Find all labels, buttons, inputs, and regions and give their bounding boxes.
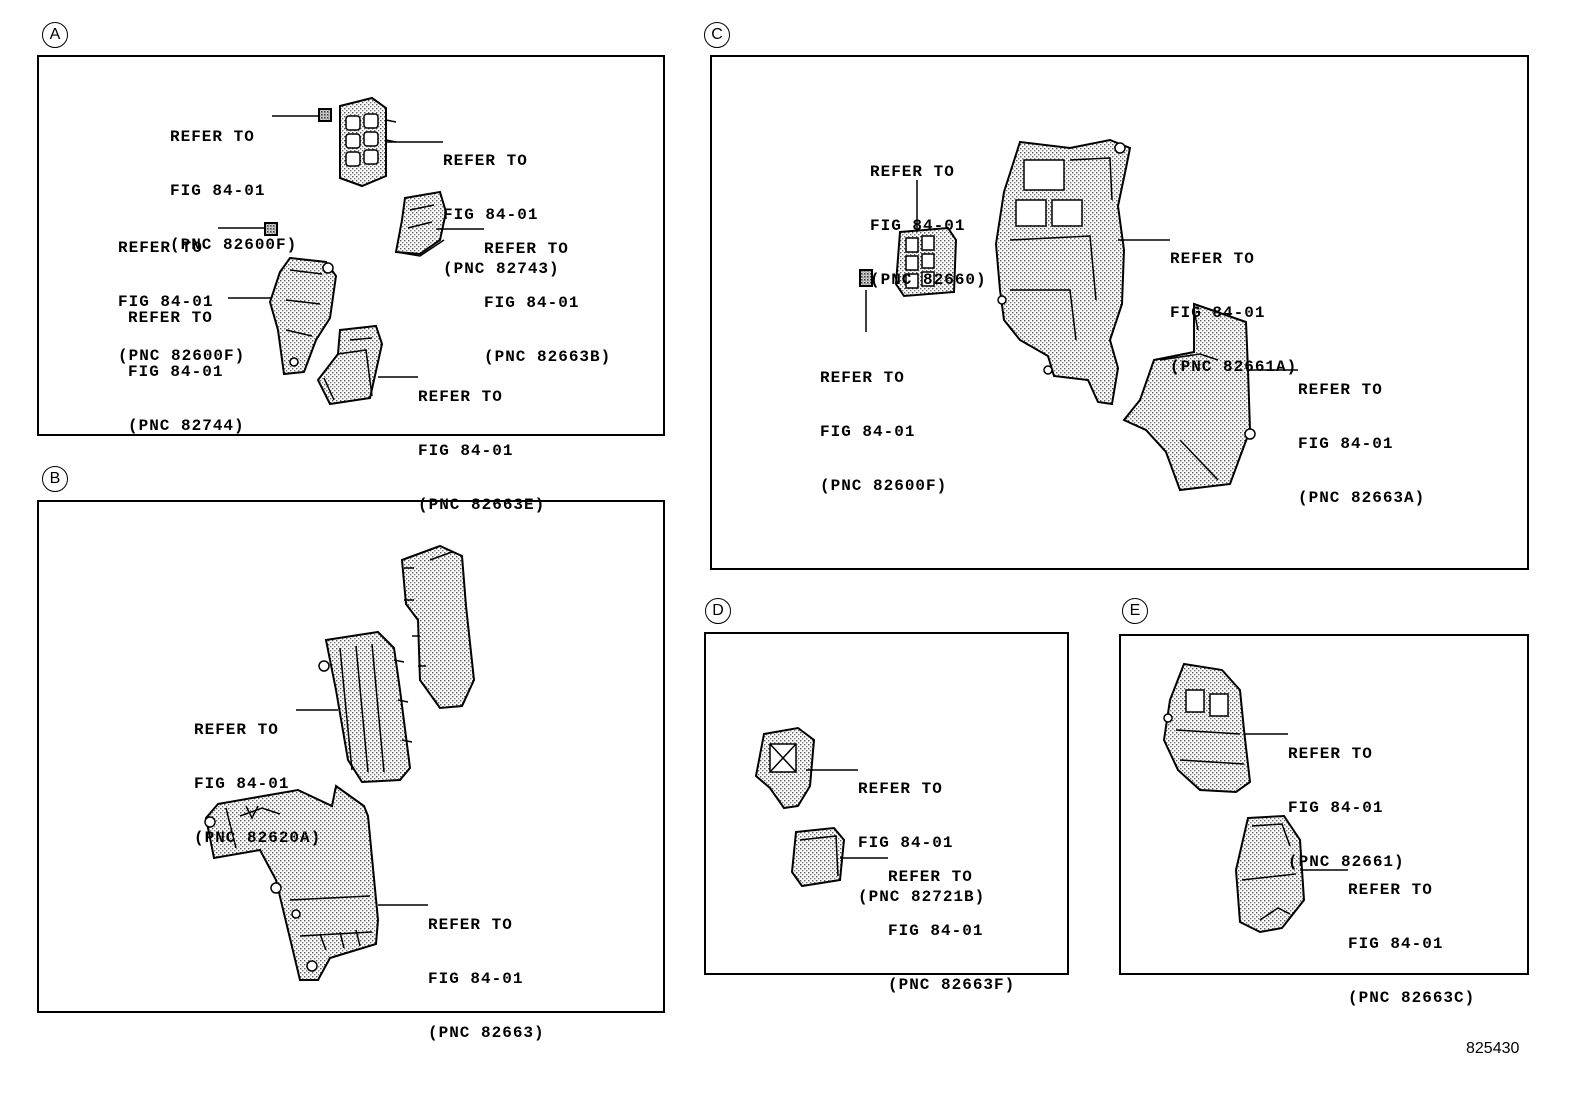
part-82721b xyxy=(754,726,816,810)
panel-c xyxy=(710,55,1529,570)
part-82663 xyxy=(204,784,380,981)
callout-line: FIG 84-01 xyxy=(858,834,954,852)
callout-82663f: REFER TO FIG 84-01 (PNC 82663F) xyxy=(888,832,1015,1012)
panel-d xyxy=(704,632,1069,975)
callout-82721b: REFER TO FIG 84-01 (PNC 82721B) xyxy=(858,744,985,924)
callout-line: (PNC 82663B) xyxy=(484,348,612,366)
callout-line: (PNC 82600F) xyxy=(118,347,246,365)
callout-line: FIG 84-01 xyxy=(1170,304,1266,322)
section-label-e: E xyxy=(1122,598,1148,624)
callout-82663a: REFER TO FIG 84-01 (PNC 82663A) xyxy=(1298,345,1425,525)
part-82620a-cover xyxy=(400,544,476,710)
callout-line: REFER TO xyxy=(484,240,569,258)
callout-82661: REFER TO FIG 84-01 (PNC 82661) xyxy=(1288,709,1405,889)
part-82661 xyxy=(1162,662,1252,794)
callout-line: FIG 84-01 xyxy=(194,775,290,793)
section-label-b: B xyxy=(42,466,68,492)
callout-82663c: REFER TO FIG 84-01 (PNC 82663C) xyxy=(1348,845,1475,1025)
callout-line: REFER TO xyxy=(1298,381,1383,399)
section-label-d: D xyxy=(705,598,731,624)
part-82663b xyxy=(394,190,448,257)
part-82660 xyxy=(894,226,958,298)
part-82743 xyxy=(339,96,397,188)
callout-82600f-a3: REFER TO FIG 84-01 (PNC 82600F) xyxy=(118,203,245,383)
panel-a xyxy=(37,55,665,436)
callout-line: REFER TO xyxy=(888,868,973,886)
callout-line: (PNC 82663C) xyxy=(1348,989,1476,1007)
callout-line: FIG 84-01 xyxy=(870,217,966,235)
callout-line: (PNC 82743) xyxy=(443,260,560,278)
callout-line: (PNC 82661) xyxy=(1288,853,1405,871)
callout-line: REFER TO xyxy=(418,388,503,406)
panel-e xyxy=(1119,634,1529,975)
callout-82663e: REFER TO FIG 84-01 (PNC 82663E) xyxy=(418,352,545,532)
callout-82620a: REFER TO FIG 84-01 (PNC 82620A) xyxy=(194,685,321,865)
callout-line: (PNC 82663F) xyxy=(888,976,1016,994)
callout-line: FIG 84-01 xyxy=(484,294,580,312)
callout-line: REFER TO xyxy=(194,721,279,739)
figure-code: 825430 xyxy=(1466,1040,1520,1057)
callout-line: REFER TO xyxy=(118,239,203,257)
section-label-a: A xyxy=(42,22,68,48)
callout-line: REFER TO xyxy=(1170,250,1255,268)
callout-line: REFER TO xyxy=(170,128,255,146)
callout-line: FIG 84-01 xyxy=(888,922,984,940)
part-82663e xyxy=(316,324,384,406)
section-label-c: C xyxy=(704,22,730,48)
part-82620a xyxy=(318,630,413,784)
callout-82600f-c: REFER TO FIG 84-01 (PNC 82600F) xyxy=(820,333,947,513)
part-82663c xyxy=(1234,814,1306,934)
part-82600f-c xyxy=(859,269,873,287)
part-82600f-a1 xyxy=(318,108,332,122)
callout-82663: REFER TO FIG 84-01 (PNC 82663) xyxy=(428,880,545,1060)
callout-line: (PNC 82660) xyxy=(870,271,987,289)
callout-line: FIG 84-01 xyxy=(1348,935,1444,953)
callout-line: (PNC 82663A) xyxy=(1298,489,1426,507)
callout-line: FIG 84-01 xyxy=(443,206,539,224)
callout-82661a: REFER TO FIG 84-01 (PNC 82661A) xyxy=(1170,214,1297,394)
callout-line: FIG 84-01 xyxy=(418,442,514,460)
callout-82744: REFER TO FIG 84-01 (PNC 82744) xyxy=(128,273,245,453)
callout-line: FIG 84-01 xyxy=(1298,435,1394,453)
callout-line: FIG 84-01 xyxy=(118,293,214,311)
callout-line: (PNC 82600F) xyxy=(820,477,948,495)
callout-line: REFER TO xyxy=(428,916,513,934)
callout-line: REFER TO xyxy=(1348,881,1433,899)
part-82600f-a3 xyxy=(264,222,278,236)
callout-82600f-a1: REFER TO FIG 84-01 (PNC 82600F) xyxy=(170,92,297,272)
callout-line: (PNC 82663E) xyxy=(418,496,546,514)
callout-82660: REFER TO FIG 84-01 (PNC 82660) xyxy=(870,127,987,307)
part-82744 xyxy=(268,256,338,376)
callout-line: REFER TO xyxy=(1288,745,1373,763)
callout-line: (PNC 82600F) xyxy=(170,236,298,254)
panel-b xyxy=(37,500,665,1013)
callout-line: REFER TO xyxy=(443,152,528,170)
callout-line: FIG 84-01 xyxy=(820,423,916,441)
callout-line: (PNC 82744) xyxy=(128,417,245,435)
part-82663f xyxy=(790,826,846,888)
callout-line: REFER TO xyxy=(870,163,955,181)
callout-82663b: REFER TO FIG 84-01 (PNC 82663B) xyxy=(484,204,611,384)
callout-line: FIG 84-01 xyxy=(170,182,266,200)
callout-line: FIG 84-01 xyxy=(1288,799,1384,817)
callout-82743: REFER TO FIG 84-01 (PNC 82743) xyxy=(443,116,560,296)
callout-line: (PNC 82721B) xyxy=(858,888,986,906)
callout-line: FIG 84-01 xyxy=(128,363,224,381)
callout-line: (PNC 82663) xyxy=(428,1024,545,1042)
part-82661a xyxy=(994,138,1132,406)
callout-line: FIG 84-01 xyxy=(428,970,524,988)
callout-line: (PNC 82661A) xyxy=(1170,358,1298,376)
callout-line: (PNC 82620A) xyxy=(194,829,322,847)
callout-line: REFER TO xyxy=(820,369,905,387)
callout-line: REFER TO xyxy=(128,309,213,327)
callout-line: REFER TO xyxy=(858,780,943,798)
